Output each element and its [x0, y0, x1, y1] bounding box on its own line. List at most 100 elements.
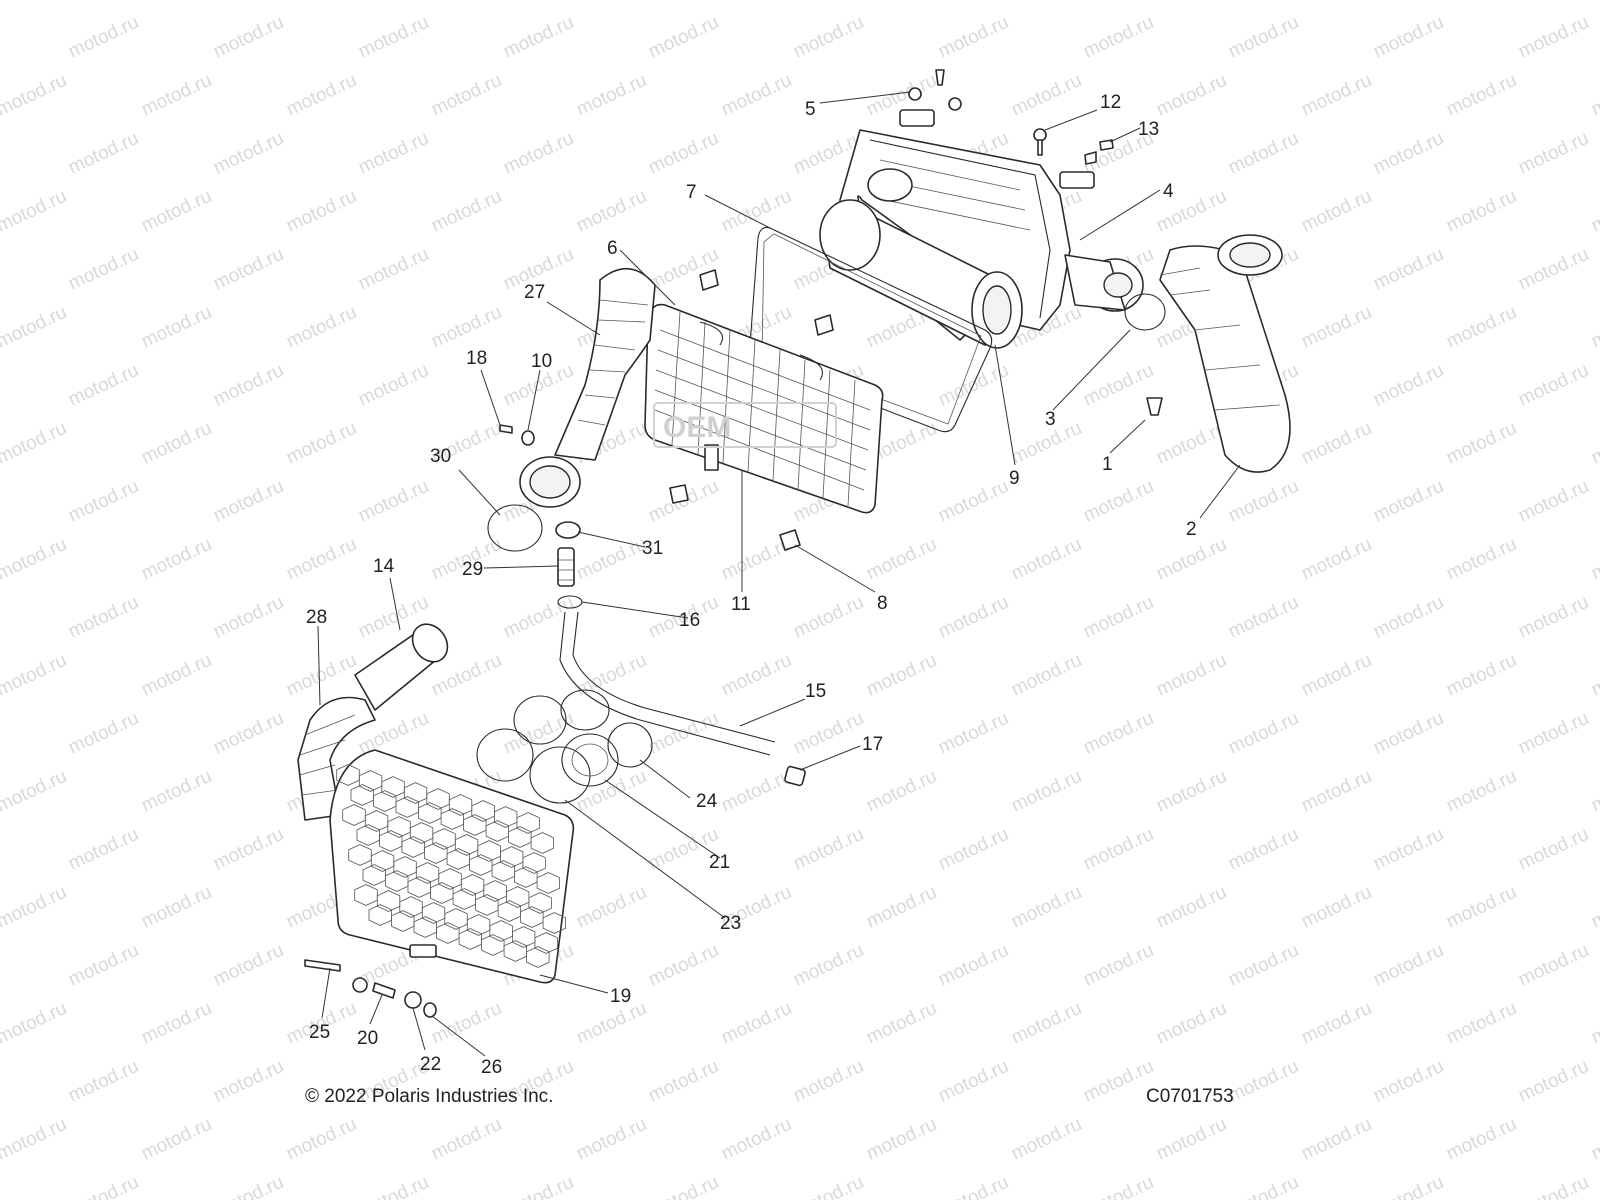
hex-cell — [370, 850, 395, 872]
part-10-washer — [521, 430, 535, 446]
callout-17: 17 — [862, 734, 883, 755]
hex-cell — [481, 934, 505, 956]
hex-cell — [508, 826, 532, 848]
part-6-airbox-cover — [644, 303, 884, 514]
part-15-drain-hose — [559, 611, 776, 756]
hex-cell — [512, 926, 536, 948]
hex-cell — [466, 914, 491, 936]
hex-cell — [448, 794, 473, 816]
part-28-bellows-duct — [297, 696, 376, 821]
hex-cell — [536, 872, 560, 894]
hex-cell — [446, 848, 471, 870]
hex-cell — [436, 922, 460, 944]
hex-cell — [491, 860, 515, 882]
callout-30: 30 — [430, 446, 451, 467]
part-25-bolt — [304, 959, 341, 972]
part-26-nut — [423, 1002, 437, 1018]
hex-cell — [542, 912, 566, 934]
part-29-fitting — [557, 547, 575, 587]
callout-24: 24 — [696, 791, 718, 812]
callout-27: 27 — [524, 282, 545, 303]
hex-cell — [505, 886, 530, 908]
hex-cell — [381, 776, 405, 798]
hex-cell — [426, 788, 450, 810]
hex-cell — [475, 894, 499, 916]
part-21-coupler — [513, 695, 619, 787]
oem-badge-text: OEM — [663, 411, 731, 444]
part-13-fastener — [1084, 139, 1114, 165]
callout-14: 14 — [373, 556, 395, 577]
part-12-bolt — [1033, 128, 1047, 156]
part-2-intake-tube — [1159, 234, 1291, 473]
hex-cell — [413, 916, 437, 938]
callout-28: 28 — [306, 607, 327, 628]
hex-cell — [438, 868, 462, 890]
part-20-spacer — [352, 977, 368, 993]
callout-labels: 1 2 3 4 5 6 7 8 9 10 11 12 13 14 15 16 1… — [306, 92, 1197, 1078]
part-9-air-filter — [819, 195, 1023, 349]
hex-cell — [514, 866, 538, 888]
hex-cell — [379, 830, 403, 852]
hex-cell — [376, 890, 401, 912]
hex-cell — [444, 908, 468, 930]
hex-cell — [356, 824, 380, 846]
callout-26: 26 — [481, 1057, 502, 1078]
hex-cell — [432, 828, 456, 850]
part-14-tube — [354, 623, 449, 711]
callout-8: 8 — [877, 593, 888, 614]
hex-cell — [526, 946, 550, 968]
hex-cell — [528, 892, 552, 914]
hex-cell — [403, 782, 428, 804]
hex-cell — [440, 808, 465, 830]
hex-cell — [497, 900, 521, 922]
part-16-hose-clamp — [557, 595, 583, 609]
part-31-small-clamp — [555, 521, 581, 539]
drawing-code: C0701753 — [1146, 1086, 1234, 1107]
hex-cell — [452, 888, 477, 910]
part-24-clamp — [560, 689, 653, 768]
callout-25: 25 — [309, 1022, 330, 1043]
hex-cell — [522, 852, 546, 874]
hex-cell — [477, 840, 501, 862]
part-3-clamp — [1124, 293, 1166, 331]
hex-cell — [469, 854, 493, 876]
callout-16: 16 — [679, 610, 700, 631]
part-23-coupler-clamp — [476, 728, 591, 804]
callout-5: 5 — [805, 99, 816, 120]
hex-cell — [368, 904, 392, 926]
hex-cell — [424, 842, 448, 864]
leader-lines — [317, 91, 1241, 1057]
hex-cell — [385, 870, 409, 892]
hex-cell — [399, 896, 423, 918]
hex-cell — [395, 796, 419, 818]
hex-cell — [483, 880, 507, 902]
hex-cell — [362, 864, 386, 886]
hex-cell — [358, 770, 383, 792]
callout-12: 12 — [1100, 92, 1121, 113]
hex-cell — [418, 802, 442, 824]
hex-cell — [489, 920, 513, 942]
part-5-fasteners — [908, 69, 962, 111]
part-22-grommet — [404, 991, 422, 1009]
callout-22: 22 — [420, 1054, 441, 1075]
hex-cell — [430, 882, 454, 904]
callout-23: 23 — [720, 913, 741, 934]
hex-cell — [415, 862, 440, 884]
copyright-notice: © 2022 Polaris Industries Inc. — [305, 1086, 554, 1107]
part-8-clips — [669, 269, 834, 551]
hex-cell — [409, 822, 434, 844]
callout-19: 19 — [610, 986, 631, 1007]
callout-20: 20 — [357, 1028, 378, 1049]
hex-cell — [503, 940, 527, 962]
part-17-hose-cap — [784, 765, 806, 787]
callout-21: 21 — [709, 852, 730, 873]
hex-cell — [493, 806, 518, 828]
hex-cell — [534, 932, 558, 954]
hex-cell — [364, 810, 389, 832]
hex-cell — [342, 804, 366, 826]
callout-7: 7 — [686, 182, 697, 203]
callout-15: 15 — [805, 681, 826, 702]
hex-cell — [463, 814, 487, 836]
hex-cell — [348, 844, 372, 866]
